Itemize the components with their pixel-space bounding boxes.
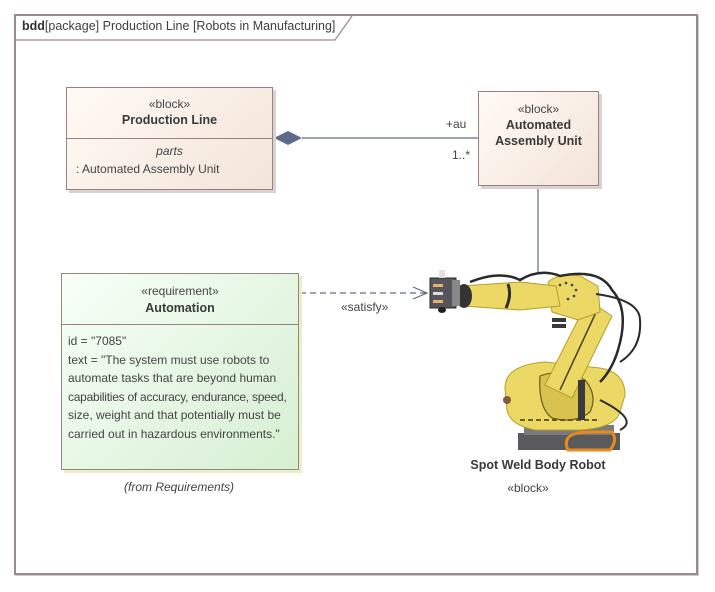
block-stereotype: «block» xyxy=(517,102,560,116)
robot-stereotype: «block» xyxy=(507,481,549,495)
diagram-kind: bdd xyxy=(22,19,45,33)
requirement-properties: id = "7085" text = "The system must use … xyxy=(68,332,300,443)
multiplicity-label: 1..* xyxy=(452,148,471,162)
compartment-divider xyxy=(67,138,272,139)
requirement-text-line: carried out in hazardous environments." xyxy=(68,426,280,441)
block-automated-assembly-unit[interactable]: «block» Automated Assembly Unit xyxy=(478,91,599,186)
satisfy-arrowhead-icon xyxy=(412,286,429,300)
block-name-line2: Assembly Unit xyxy=(495,134,582,148)
block-name-line1: Automated xyxy=(505,118,572,132)
diagram-frame xyxy=(14,14,698,575)
diagram-title: [package] Production Line [Robots in Man… xyxy=(44,19,336,33)
requirement-text-line: capabilities of accuracy, endurance, spe… xyxy=(68,389,287,404)
parts-compartment-title: parts xyxy=(156,144,183,158)
block-production-line[interactable]: «block» Production Line parts : Automate… xyxy=(66,87,273,190)
requirement-id: id = "7085" xyxy=(68,334,127,348)
part-item[interactable]: : Automated Assembly Unit xyxy=(76,162,220,176)
requirement-text-line: size, weight and that potentially must b… xyxy=(68,408,281,422)
compartment-divider xyxy=(62,324,298,325)
requirement-text-line: text = "The system must use robots to xyxy=(68,352,270,367)
composition-diamond-icon xyxy=(274,131,302,145)
requirement-origin: (from Requirements) xyxy=(124,480,235,494)
block-stereotype: «block» xyxy=(148,97,191,111)
role-label: +au xyxy=(446,117,467,131)
requirement-name: Automation xyxy=(145,301,215,315)
robot-name: Spot Weld Body Robot xyxy=(470,458,606,472)
requirement-automation[interactable]: «requirement» Automation id = "7085" tex… xyxy=(61,273,299,470)
requirement-text-line: automate tasks that are beyond human xyxy=(68,371,277,385)
satisfy-label: «satisfy» xyxy=(341,300,389,314)
block-name: Production Line xyxy=(121,113,218,127)
requirement-stereotype: «requirement» xyxy=(141,284,219,298)
